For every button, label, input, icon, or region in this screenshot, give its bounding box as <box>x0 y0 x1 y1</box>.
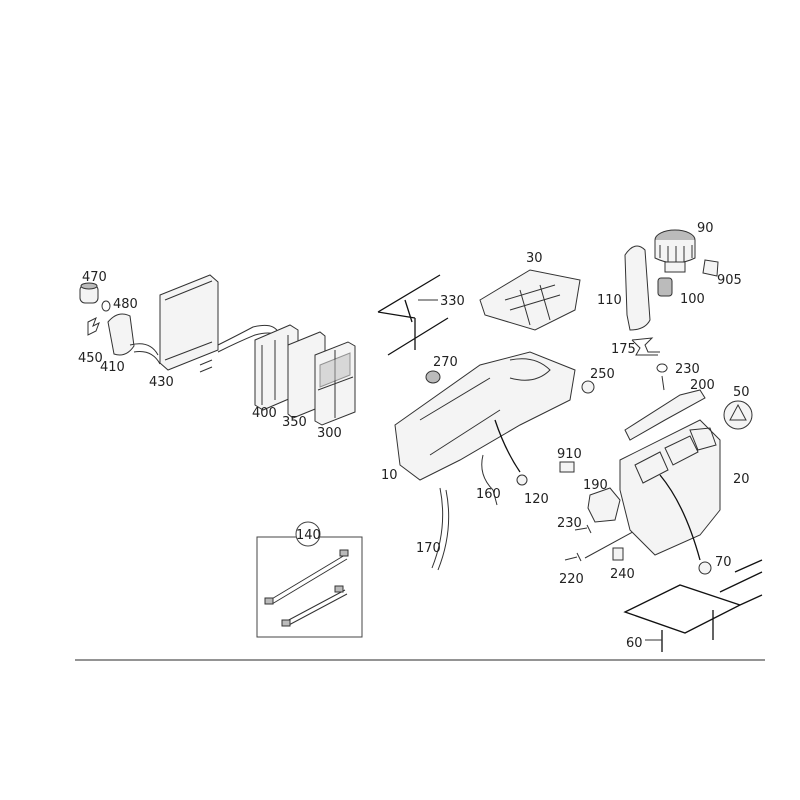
part-430-evaporator[interactable] <box>129 274 283 373</box>
label-160: 160 <box>476 487 501 502</box>
label-30: 30 <box>526 251 543 266</box>
part-110-duct[interactable] <box>624 245 651 331</box>
label-470: 470 <box>82 270 107 285</box>
label-90: 90 <box>697 221 714 236</box>
part-450-clip[interactable] <box>87 316 100 336</box>
label-110: 110 <box>597 293 622 308</box>
part-160-hose[interactable] <box>481 454 498 506</box>
label-350: 350 <box>282 415 307 430</box>
part-175-gasket[interactable] <box>631 337 660 356</box>
part-10-housing[interactable] <box>394 351 576 481</box>
label-20: 20 <box>733 472 750 487</box>
part-910-connector[interactable] <box>559 461 575 473</box>
part-270-cap[interactable] <box>425 370 441 384</box>
part-220-screw[interactable] <box>564 552 582 562</box>
label-70: 70 <box>715 555 732 570</box>
label-910: 910 <box>557 447 582 462</box>
part-250-nut[interactable] <box>581 380 595 394</box>
label-190: 190 <box>583 478 608 493</box>
label-330: 330 <box>440 294 465 309</box>
label-480: 480 <box>113 297 138 312</box>
part-170-drain-hose[interactable] <box>431 487 450 571</box>
part-230-screw-b[interactable] <box>656 363 668 391</box>
part-905-connector[interactable] <box>702 259 719 277</box>
label-240: 240 <box>610 567 635 582</box>
label-230-b: 230 <box>675 362 700 377</box>
part-50-disc[interactable] <box>723 400 753 430</box>
label-200: 200 <box>690 378 715 393</box>
part-480-seal[interactable] <box>101 300 111 312</box>
label-10: 10 <box>381 468 398 483</box>
label-140: 140 <box>296 528 321 543</box>
label-100: 100 <box>680 292 705 307</box>
label-300: 300 <box>317 426 342 441</box>
part-240-clip[interactable] <box>612 547 624 561</box>
part-190-actuator[interactable] <box>587 487 621 523</box>
label-120: 120 <box>524 492 549 507</box>
label-230-a: 230 <box>557 516 582 531</box>
label-270: 270 <box>433 355 458 370</box>
label-175: 175 <box>611 342 636 357</box>
part-410-housing[interactable] <box>107 313 135 356</box>
part-330-bracket[interactable] <box>377 274 449 356</box>
label-450: 450 <box>78 351 103 366</box>
label-410: 410 <box>100 360 125 375</box>
label-430: 430 <box>149 375 174 390</box>
part-300-filter[interactable] <box>314 341 356 426</box>
label-250: 250 <box>590 367 615 382</box>
part-140-cable-set[interactable] <box>256 521 363 638</box>
part-470-valve[interactable] <box>79 282 99 304</box>
part-30-cover[interactable] <box>479 269 581 331</box>
label-170: 170 <box>416 541 441 556</box>
label-905: 905 <box>717 273 742 288</box>
label-50: 50 <box>733 385 750 400</box>
part-20-unit[interactable] <box>619 419 721 561</box>
part-230-screw-a[interactable] <box>574 524 592 534</box>
part-100-resistor[interactable] <box>657 277 673 297</box>
label-400: 400 <box>252 406 277 421</box>
part-90-blower[interactable] <box>654 229 696 273</box>
part-60-bracket[interactable] <box>623 559 763 652</box>
part-70-grommet[interactable] <box>698 561 712 575</box>
label-60: 60 <box>626 636 643 651</box>
label-220: 220 <box>559 572 584 587</box>
part-200-bracket[interactable] <box>624 389 706 441</box>
part-120-sensor[interactable] <box>516 474 528 486</box>
